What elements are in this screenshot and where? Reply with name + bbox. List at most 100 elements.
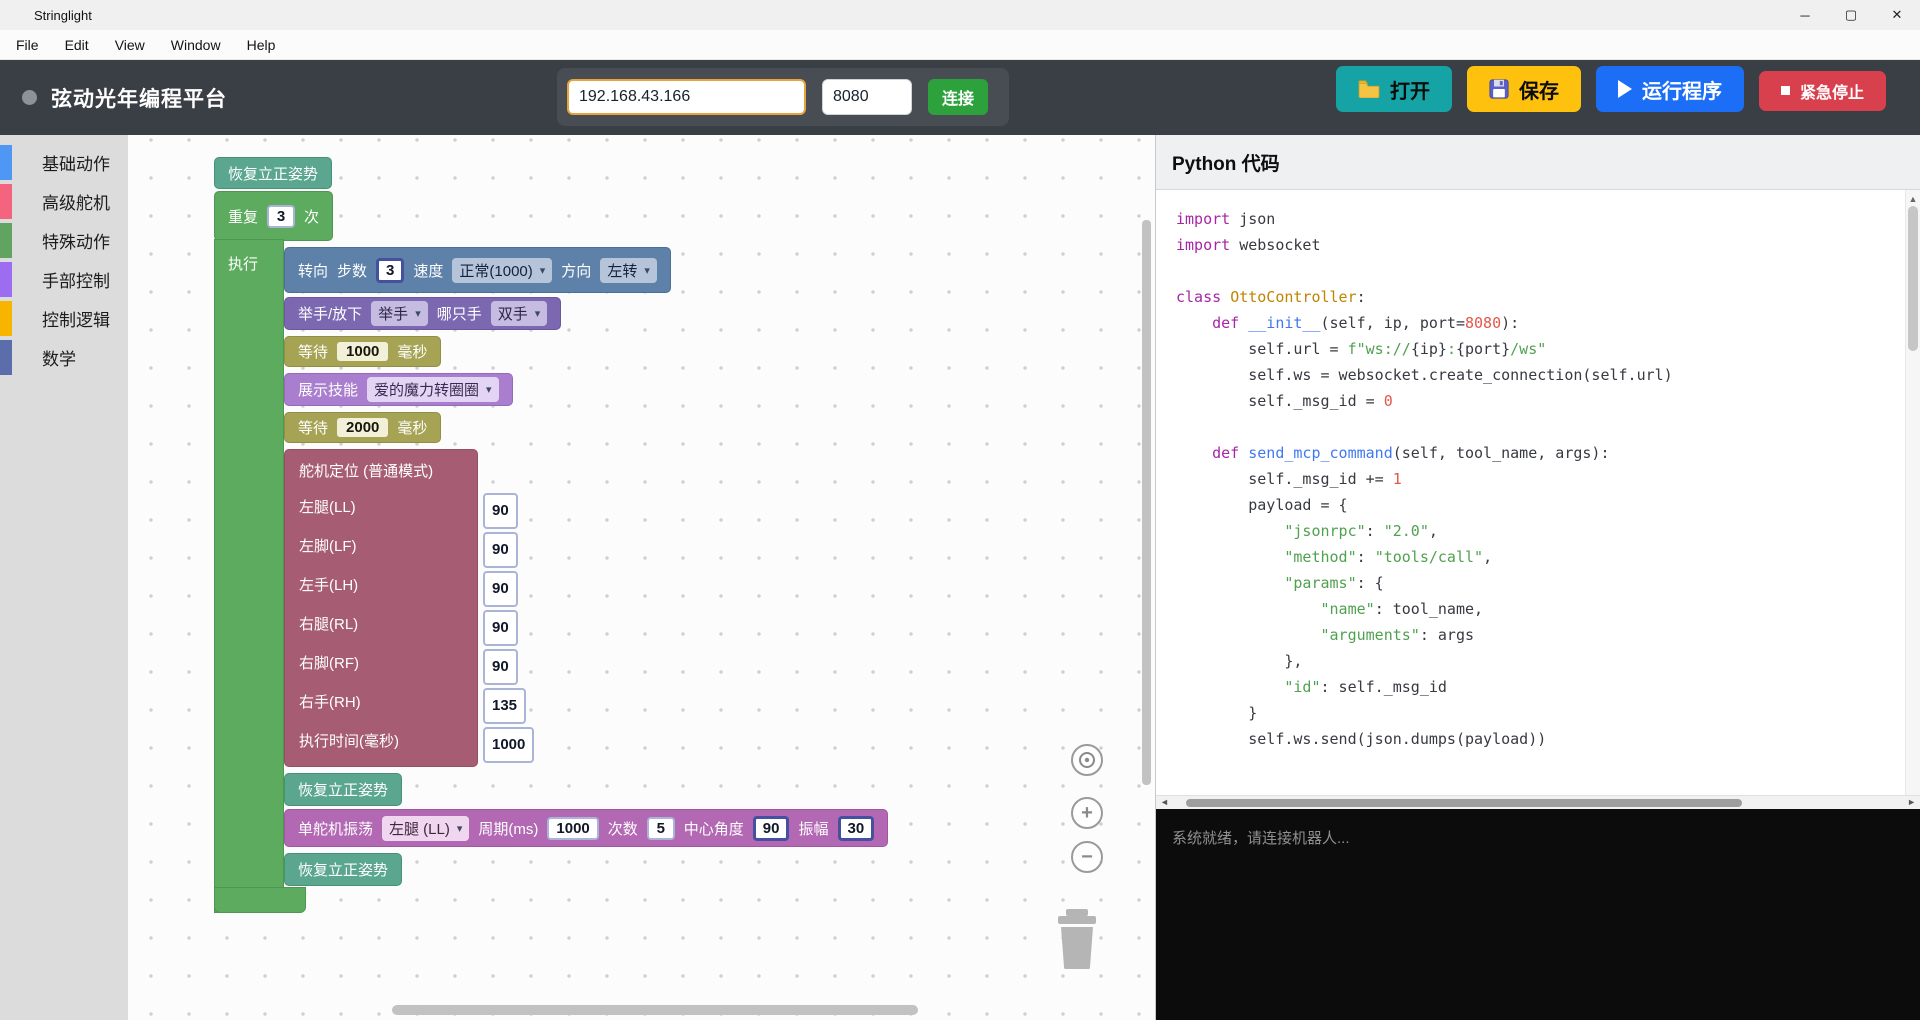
category-color-bar	[0, 223, 12, 258]
scroll-left-arrow-icon[interactable]: ◄	[1160, 797, 1169, 807]
servo-row: 右手(RH) 135	[299, 688, 527, 727]
zoom-out-button[interactable]: −	[1071, 841, 1103, 873]
wait-value-field[interactable]: 1000	[337, 342, 389, 361]
block-wait-1[interactable]: 等待 1000 毫秒	[284, 336, 442, 367]
skill-dropdown[interactable]: 爱的魔力转圈圈	[367, 377, 499, 402]
turn-direction-label: 方向	[561, 262, 592, 280]
port-input[interactable]	[822, 79, 912, 115]
sidebar-category[interactable]: 高级舵机	[0, 182, 128, 221]
oscillate-field-label: 中心角度	[683, 820, 744, 838]
oscillate-value-field[interactable]: 30	[837, 815, 875, 841]
emergency-stop-button[interactable]: 紧急停止	[1758, 70, 1886, 111]
zoom-in-button[interactable]: +	[1071, 797, 1103, 829]
sidebar-category[interactable]: 特殊动作	[0, 221, 128, 260]
sidebar-category[interactable]: 数学	[0, 338, 128, 377]
zoom-reset-target-button[interactable]	[1071, 744, 1103, 776]
menu-item-file[interactable]: File	[16, 36, 39, 53]
servo-value-field[interactable]: 90	[483, 649, 518, 685]
minimize-button[interactable]: ─	[1800, 7, 1810, 23]
servo-value-field[interactable]: 90	[483, 610, 518, 646]
code-panel-header: Python 代码	[1156, 135, 1920, 190]
maximize-button[interactable]: ▢	[1844, 7, 1858, 22]
servo-value-field[interactable]: 1000	[483, 727, 535, 763]
block-stand-1[interactable]: 恢复立正姿势	[214, 157, 333, 189]
hands-which-dropdown[interactable]: 双手	[490, 301, 548, 326]
run-button[interactable]: 运行程序	[1595, 66, 1744, 112]
scroll-right-arrow-icon[interactable]: ►	[1907, 797, 1916, 807]
block-stand-2[interactable]: 恢复立正姿势	[284, 773, 403, 806]
hands-action-dropdown[interactable]: 举手	[371, 301, 428, 326]
workspace-horizontal-scrollbar[interactable]	[392, 1005, 918, 1015]
connect-button[interactable]: 连接	[928, 79, 989, 115]
oscillate-value-field[interactable]: 5	[646, 816, 675, 840]
oscillate-servo-value: 左腿 (LL)	[389, 820, 450, 838]
menu-item-view[interactable]: View	[114, 36, 145, 53]
console-message: 系统就绪，请连接机器人...	[1172, 830, 1350, 847]
hands-action-value: 举手	[378, 306, 409, 323]
block-raise-hands[interactable]: 举手/放下 举手 哪只手 双手	[284, 297, 562, 330]
code-horizontal-scrollbar[interactable]: ◄ ►	[1156, 795, 1920, 809]
block-repeat[interactable]: 重复 3 次	[214, 191, 334, 241]
oscillate-field-label: 次数	[607, 820, 638, 838]
turn-steps-label: 步数	[337, 262, 368, 280]
category-color-bar	[0, 340, 12, 375]
scroll-up-arrow-icon[interactable]: ▲	[1908, 194, 1918, 204]
servo-row-label: 右手(RH)	[299, 694, 361, 711]
servo-row-label: 左脚(LF)	[299, 538, 357, 555]
menu-item-help[interactable]: Help	[246, 36, 276, 53]
code-line: def __init__(self, ip, port=8080):	[1212, 314, 1520, 332]
floppy-disk-icon	[1489, 79, 1509, 99]
code-vertical-scrollbar[interactable]: ▲	[1905, 190, 1920, 795]
sidebar-category[interactable]: 手部控制	[0, 260, 128, 299]
close-button[interactable]: ✕	[1891, 7, 1903, 22]
trash-icon[interactable]	[1052, 907, 1102, 969]
servo-value-field[interactable]: 90	[483, 493, 518, 529]
block-wait-2[interactable]: 等待 2000 毫秒	[284, 412, 442, 443]
category-label: 数学	[42, 350, 76, 369]
servo-value-field[interactable]: 135	[483, 688, 527, 724]
sidebar-category[interactable]: 控制逻辑	[0, 299, 128, 338]
category-label: 高级舵机	[42, 194, 110, 213]
turn-direction-dropdown[interactable]: 左转	[600, 257, 657, 283]
repeat-count-field[interactable]: 3	[267, 204, 296, 228]
wait-value-field[interactable]: 2000	[337, 418, 389, 437]
save-button[interactable]: 保存	[1466, 66, 1581, 112]
code-hscroll-thumb[interactable]	[1186, 799, 1742, 807]
open-button[interactable]: 打开	[1335, 66, 1452, 112]
code-vscroll-thumb[interactable]	[1908, 206, 1918, 351]
workspace-vertical-scrollbar[interactable]	[1142, 220, 1151, 785]
oscillate-label: 单舵机振荡	[298, 820, 374, 838]
window-titlebar: Stringlight ─ ▢ ✕	[0, 0, 1920, 30]
block-turn[interactable]: 转向 步数 3 速度 正常(1000) 方向 左转	[284, 247, 671, 293]
code-line: self.ws = websocket.create_connection(se…	[1176, 366, 1673, 384]
block-repeat-foot[interactable]	[214, 887, 306, 913]
servo-value-field[interactable]: 90	[483, 532, 518, 568]
servo-value-field[interactable]: 90	[483, 571, 518, 607]
code-line: }	[1176, 704, 1258, 722]
skill-value: 爱的魔力转圈圈	[374, 382, 480, 399]
code-line: def send_mcp_command(self, tool_name, ar…	[1212, 444, 1610, 462]
blockly-workspace[interactable]: 基础动作高级舵机特殊动作手部控制控制逻辑数学 恢复立正姿势 重复 3 次 执行 …	[0, 135, 1155, 1020]
turn-speed-dropdown[interactable]: 正常(1000)	[452, 257, 553, 283]
menu-item-window[interactable]: Window	[170, 36, 221, 53]
code-panel-title: Python 代码	[1172, 153, 1280, 175]
block-stand-3[interactable]: 恢复立正姿势	[284, 853, 403, 886]
oscillate-servo-dropdown[interactable]: 左腿 (LL)	[382, 815, 470, 841]
block-repeat-arm[interactable]	[214, 239, 284, 913]
block-label: 恢复立正姿势	[228, 165, 319, 183]
hands-which-label: 哪只手	[436, 306, 482, 323]
ip-input[interactable]	[567, 79, 806, 115]
menu-item-edit[interactable]: Edit	[64, 36, 89, 53]
oscillate-value-field[interactable]: 1000	[547, 816, 599, 840]
oscillate-field-label: 周期(ms)	[478, 820, 539, 838]
block-show-skill[interactable]: 展示技能 爱的魔力转圈圈	[284, 373, 513, 406]
turn-steps-field[interactable]: 3	[376, 257, 405, 283]
code-line: "params": {	[1284, 574, 1384, 592]
oscillate-value-field[interactable]: 90	[752, 815, 790, 841]
app-logo-icon	[9, 7, 26, 23]
sidebar-category[interactable]: 基础动作	[0, 143, 128, 182]
